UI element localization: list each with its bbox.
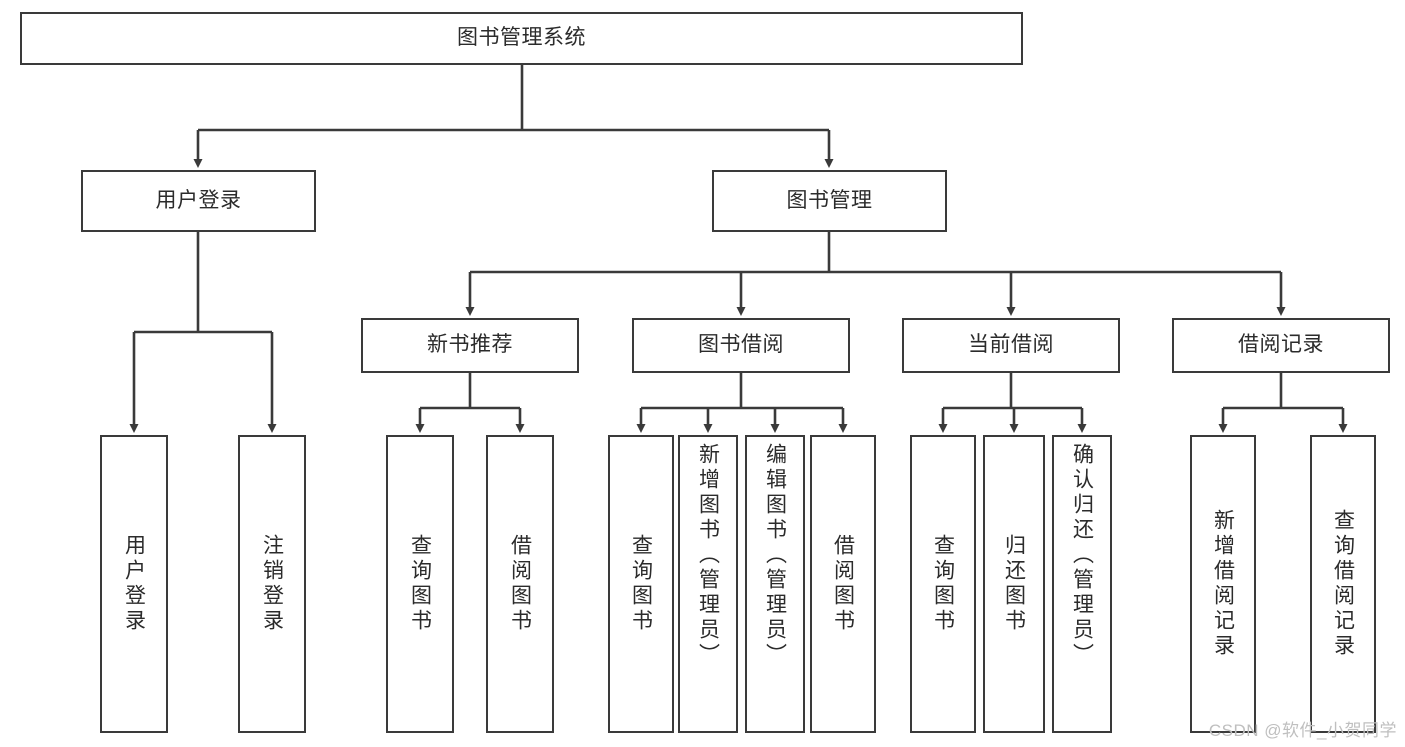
node-label-user-login: 用户登录 [155,188,242,212]
node-user-login[interactable]: 用户登录 [81,170,316,232]
node-book-management[interactable]: 图书管理 [712,170,947,232]
node-label-book-borrow: 图书借阅 [698,333,784,357]
node-label-leaf-query-book-1: 查询图书 [408,534,432,634]
node-label-leaf-add-borrow-record: 新增借阅记录 [1211,509,1235,659]
node-label-leaf-borrow-book-1: 借阅图书 [508,534,532,634]
node-label-leaf-borrow-book-2: 借阅图书 [831,534,855,634]
node-leaf-add-book-admin[interactable]: 新增图书（管理员） [678,435,738,733]
node-label-borrow-record: 借阅记录 [1238,333,1324,357]
node-label-leaf-query-borrow-record: 查询借阅记录 [1331,509,1355,659]
node-leaf-logout-login[interactable]: 注销登录 [238,435,306,733]
watermark-text: CSDN @软件_小贺同学 [1208,721,1397,740]
node-label-leaf-query-book-2: 查询图书 [629,534,653,634]
node-label-leaf-query-book-3: 查询图书 [931,534,955,634]
node-leaf-query-borrow-record[interactable]: 查询借阅记录 [1310,435,1376,733]
node-current-borrow[interactable]: 当前借阅 [902,318,1120,373]
node-leaf-borrow-book-2[interactable]: 借阅图书 [810,435,876,733]
node-label-root: 图书管理系统 [457,26,586,50]
node-label-new-book-recommend: 新书推荐 [427,333,513,357]
node-leaf-query-book-2[interactable]: 查询图书 [608,435,674,733]
node-leaf-add-borrow-record[interactable]: 新增借阅记录 [1190,435,1256,733]
node-root[interactable]: 图书管理系统 [20,12,1023,65]
node-label-leaf-user-login: 用户登录 [122,534,146,634]
node-leaf-user-login[interactable]: 用户登录 [100,435,168,733]
node-new-book-recommend[interactable]: 新书推荐 [361,318,579,373]
node-label-leaf-logout-login: 注销登录 [260,534,284,634]
node-leaf-query-book-1[interactable]: 查询图书 [386,435,454,733]
node-leaf-confirm-return-admin[interactable]: 确认归还（管理员） [1052,435,1112,733]
node-leaf-edit-book-admin[interactable]: 编辑图书（管理员） [745,435,805,733]
node-label-leaf-confirm-return-admin: 确认归还（管理员） [1070,443,1094,668]
node-leaf-borrow-book-1[interactable]: 借阅图书 [486,435,554,733]
node-leaf-return-book[interactable]: 归还图书 [983,435,1045,733]
node-book-borrow[interactable]: 图书借阅 [632,318,850,373]
node-label-book-management: 图书管理 [786,188,873,212]
node-label-leaf-add-book-admin: 新增图书（管理员） [696,443,720,668]
node-label-current-borrow: 当前借阅 [968,333,1054,357]
node-leaf-query-book-3[interactable]: 查询图书 [910,435,976,733]
node-label-leaf-return-book: 归还图书 [1002,534,1026,634]
node-label-leaf-edit-book-admin: 编辑图书（管理员） [763,443,787,668]
node-borrow-record[interactable]: 借阅记录 [1172,318,1390,373]
